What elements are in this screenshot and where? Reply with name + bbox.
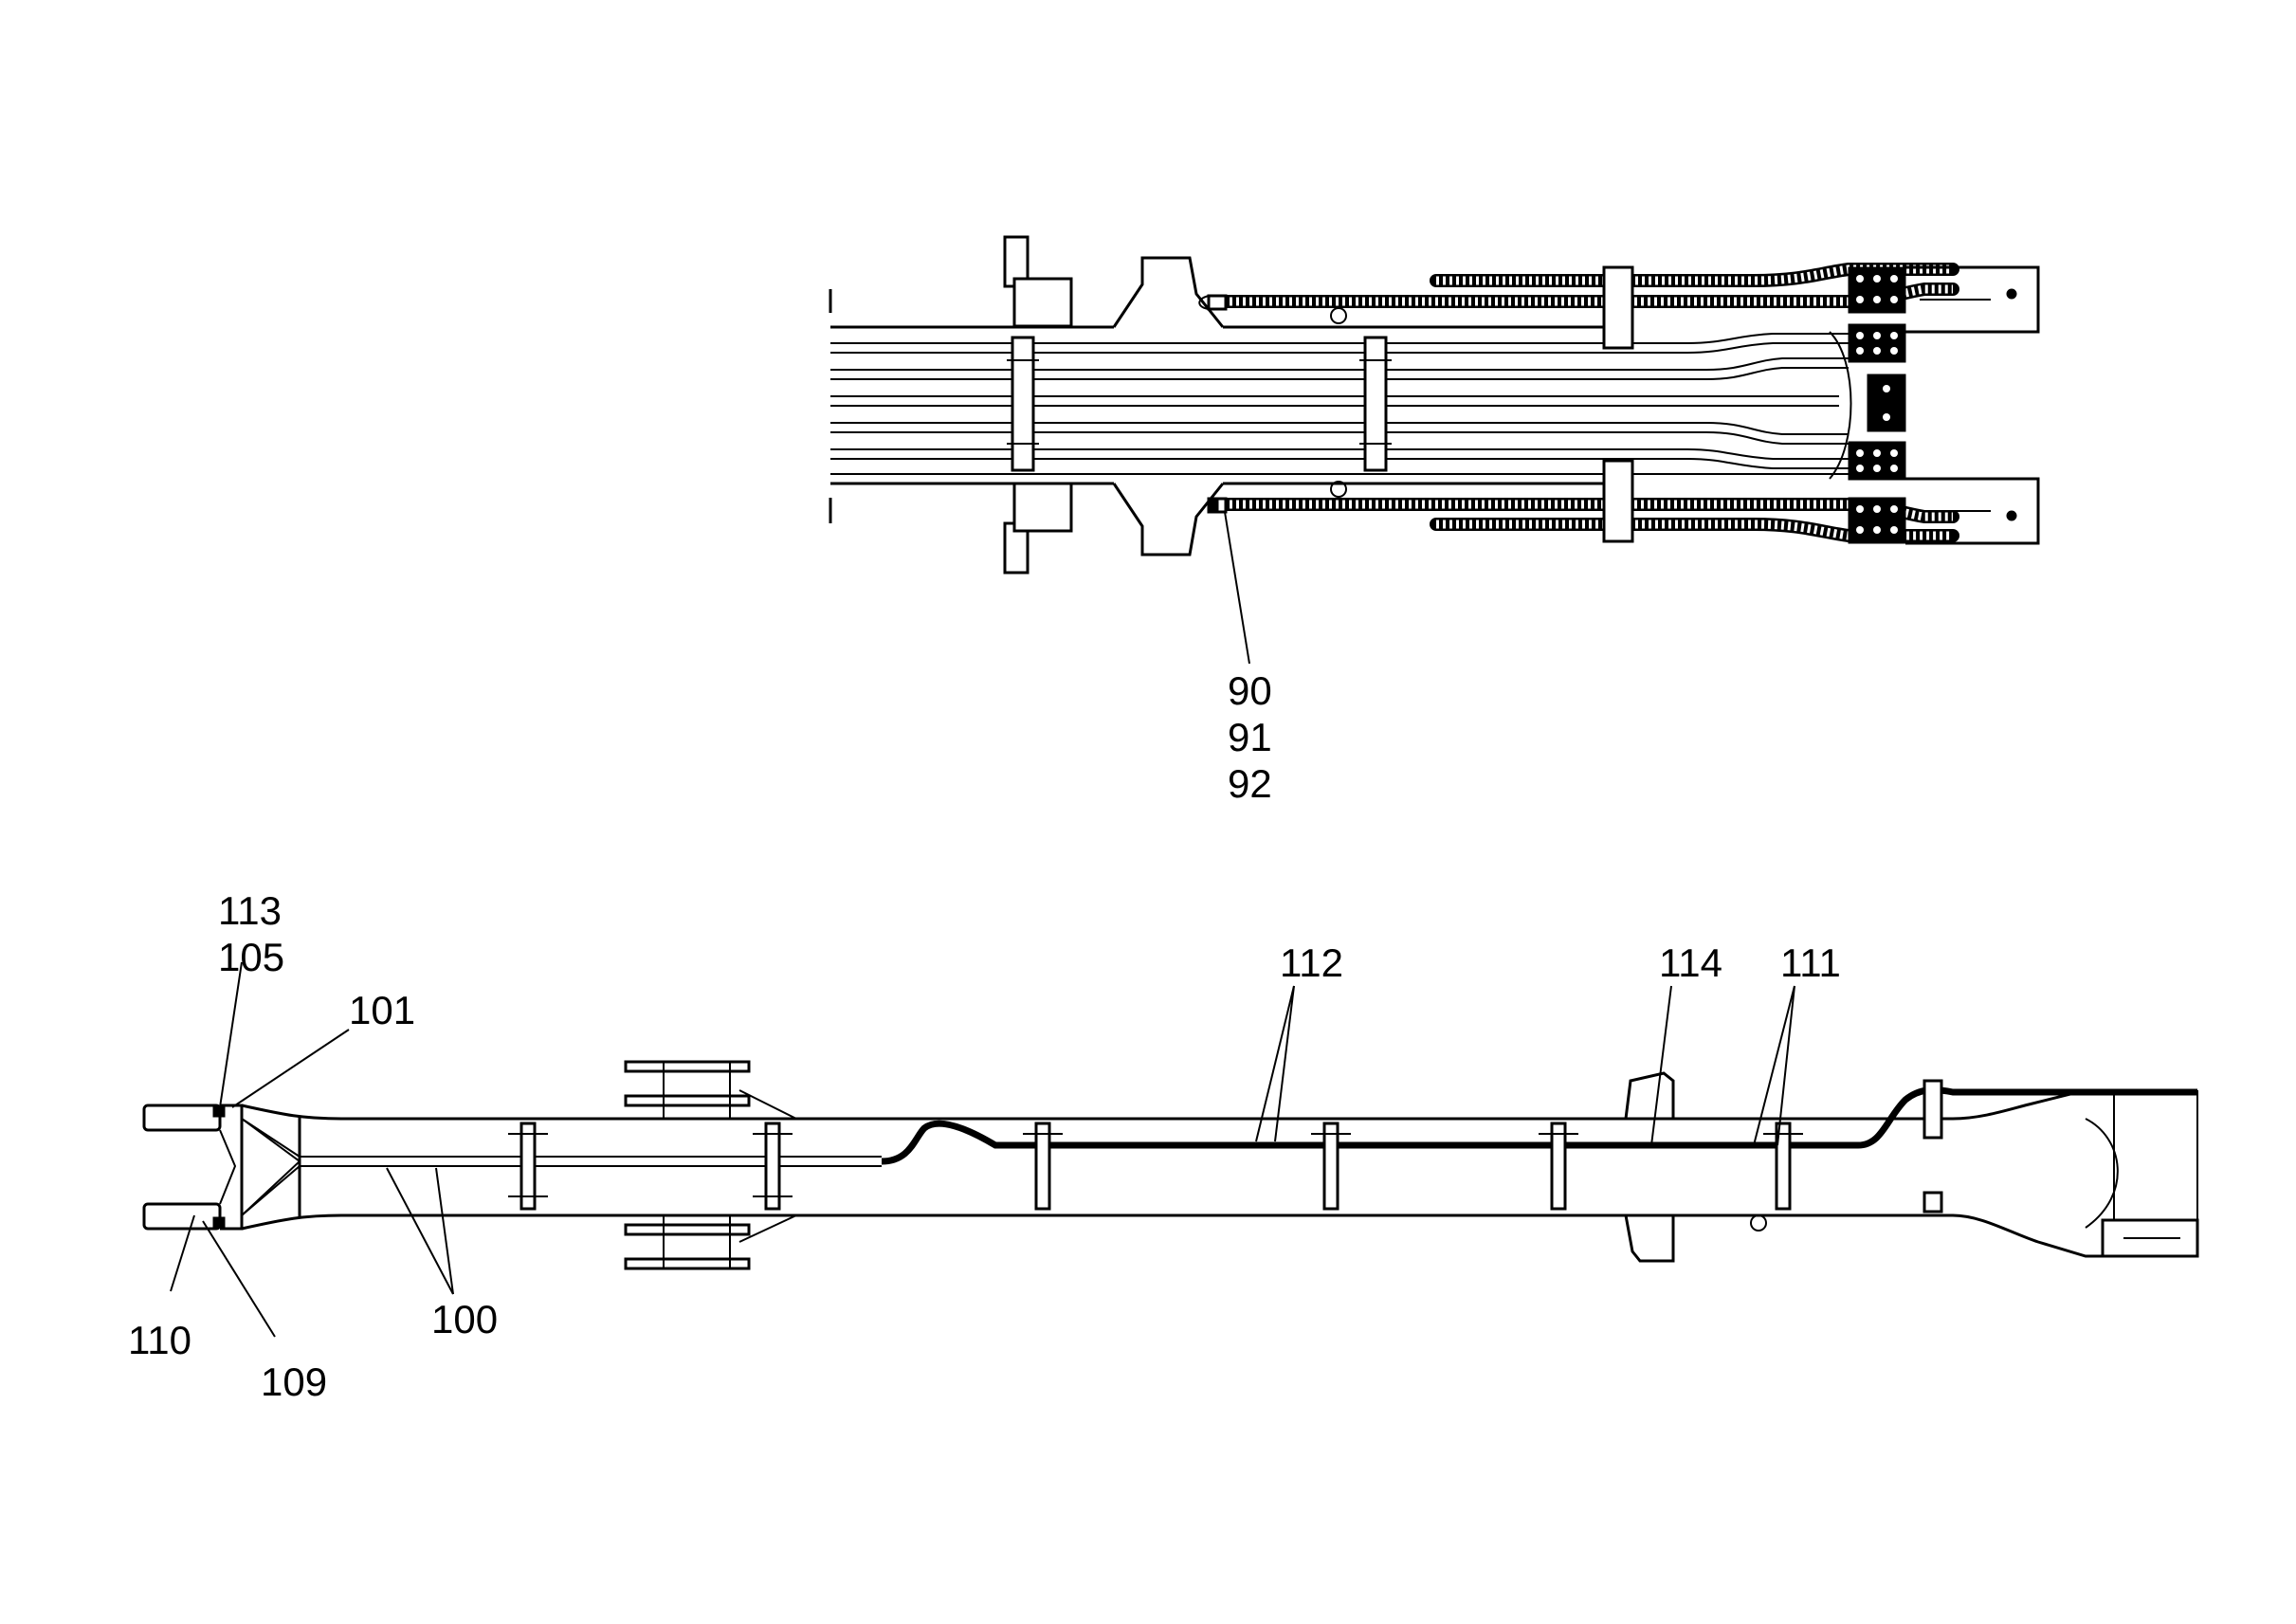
top-line-clamps	[1007, 336, 1392, 472]
top-hose-fittings	[1198, 294, 1228, 514]
top-side-brackets	[1003, 235, 1073, 575]
bottom-left-mounts	[624, 1060, 797, 1270]
bottom-mid-bracket	[1624, 1071, 1767, 1263]
callout-112: 112	[1280, 940, 1343, 985]
top-upper-hoses	[1216, 263, 1959, 308]
bottom-boom-outline	[241, 1088, 2199, 1258]
callout-labels: 90 91 92 113 105 101 112 114 111 110 109…	[128, 668, 1841, 1404]
leader-90-91-92	[1224, 511, 1250, 665]
bottom-clamps	[508, 1079, 1943, 1213]
callout-111: 111	[1780, 940, 1841, 985]
callout-105: 105	[218, 935, 284, 979]
bottom-steel-line-100	[241, 1118, 882, 1216]
top-boom-head	[1829, 265, 2040, 545]
top-manifold-blocks	[1848, 266, 1906, 544]
bottom-hose-run	[881, 1086, 2197, 1165]
callout-101: 101	[349, 988, 415, 1032]
callout-114: 114	[1659, 940, 1722, 985]
callout-90: 90	[1228, 668, 1272, 713]
bottom-leaders	[170, 961, 1795, 1338]
callout-92: 92	[1228, 761, 1272, 806]
callout-109: 109	[261, 1359, 327, 1404]
callout-113: 113	[218, 888, 282, 933]
top-hose-assembly	[829, 235, 2040, 665]
top-hose-clamps	[1602, 265, 1634, 543]
top-lower-hoses	[1216, 498, 1959, 542]
callout-100: 100	[431, 1297, 498, 1341]
callout-110: 110	[128, 1318, 191, 1362]
top-boom-outline	[830, 256, 1631, 557]
bottom-boom-assembly	[142, 961, 2199, 1338]
callout-91: 91	[1228, 715, 1272, 759]
top-steel-lines	[830, 333, 1849, 475]
bottom-left-fork	[142, 1104, 244, 1231]
